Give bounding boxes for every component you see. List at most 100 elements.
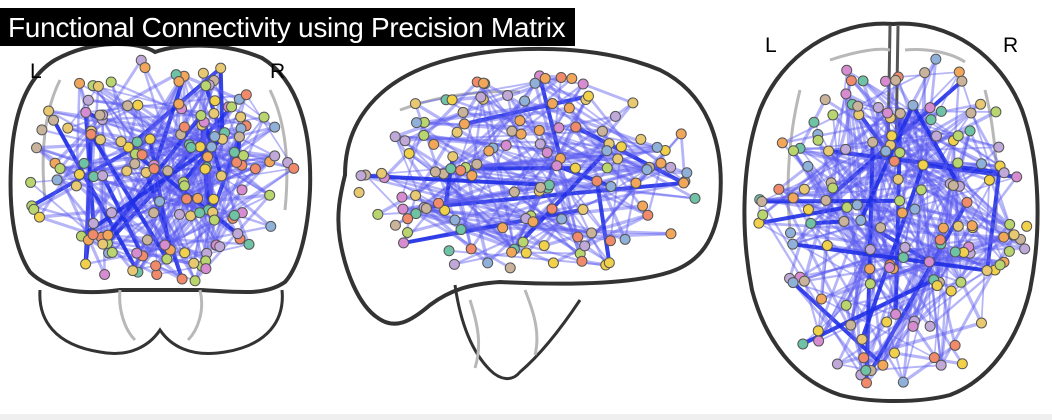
region-node <box>353 187 365 199</box>
connectivity-edge <box>821 238 941 300</box>
connectivity-edge <box>425 142 610 210</box>
region-node <box>827 109 839 121</box>
connectivity-edge <box>891 135 1005 263</box>
region-node <box>808 116 820 128</box>
region-node <box>882 107 894 119</box>
region-node <box>802 160 814 172</box>
region-node <box>429 166 441 178</box>
region-node <box>161 253 173 265</box>
connectivity-edge <box>792 110 942 199</box>
region-node <box>80 106 92 118</box>
connectivity-edge <box>383 80 479 179</box>
connectivity-edge <box>80 137 224 238</box>
connectivity-edge <box>525 217 563 255</box>
region-node <box>635 133 647 145</box>
region-node <box>189 275 201 287</box>
sagittal-brainstem-outline <box>453 284 582 380</box>
connectivity-edge <box>423 134 618 160</box>
connectivity-edge <box>465 166 612 188</box>
region-node <box>78 157 90 169</box>
region-node <box>998 167 1010 179</box>
region-node <box>447 151 459 163</box>
region-node <box>131 247 143 259</box>
region-node <box>945 285 957 297</box>
connectivity-edge <box>532 220 581 255</box>
connectivity-edge <box>810 222 916 322</box>
region-node <box>603 257 615 269</box>
connectivity-edge <box>218 68 225 140</box>
connectivity-edge <box>923 72 931 327</box>
region-node <box>238 150 250 162</box>
region-node <box>192 192 204 204</box>
region-node <box>787 277 799 289</box>
connectivity-edge <box>912 250 1010 327</box>
region-node <box>504 262 516 274</box>
connectivity-edge <box>778 187 973 228</box>
connectivity-edge <box>534 81 587 102</box>
region-node <box>886 130 898 142</box>
connectivity-edge <box>53 162 107 276</box>
connectivity-edge <box>184 155 275 187</box>
region-node <box>566 72 578 84</box>
connectivity-edge <box>832 102 982 190</box>
connectivity-edge <box>761 111 889 216</box>
region-node <box>520 247 532 259</box>
connectivity-edge <box>828 148 1005 175</box>
region-node <box>162 165 174 177</box>
connectivity-edge <box>479 96 516 250</box>
connectivity-edge <box>148 138 172 251</box>
region-node <box>25 176 37 188</box>
region-node <box>389 219 401 231</box>
connectivity-edge <box>762 148 847 216</box>
region-node <box>115 136 127 148</box>
region-node <box>148 207 160 219</box>
connectivity-edge <box>559 158 584 262</box>
region-node <box>471 158 483 170</box>
region-node <box>482 257 494 269</box>
connectivity-edge <box>961 80 1015 236</box>
region-node <box>70 180 82 192</box>
region-node <box>812 325 824 337</box>
connectivity-edge <box>532 220 592 235</box>
connectivity-edge <box>911 105 943 366</box>
region-node <box>243 238 255 250</box>
region-node <box>74 77 86 89</box>
region-node <box>465 243 477 255</box>
region-node <box>675 128 687 140</box>
connectivity-edge <box>555 165 612 242</box>
connectivity-edge <box>36 146 199 200</box>
region-node <box>776 137 788 149</box>
connectivity-edge <box>568 107 608 152</box>
connectivity-edge <box>92 84 208 169</box>
sagittal-view <box>336 46 723 380</box>
bottom-border <box>0 414 1052 420</box>
region-node <box>508 186 520 198</box>
region-node <box>894 107 906 119</box>
connectivity-edge <box>102 112 214 121</box>
region-node <box>154 195 166 207</box>
region-node <box>215 170 227 182</box>
connectivity-edge <box>149 138 195 264</box>
connectivity-edge <box>460 169 696 200</box>
connectivity-edge <box>821 298 935 359</box>
region-node <box>604 235 616 247</box>
region-node <box>208 193 220 205</box>
region-node <box>627 97 639 109</box>
region-node <box>798 275 810 287</box>
connectivity-edge <box>582 82 634 105</box>
connectivity-edge <box>879 226 939 287</box>
connectivity-edge <box>91 130 206 170</box>
region-node <box>87 217 99 229</box>
region-node <box>121 165 133 177</box>
connectivity-edge <box>816 135 894 332</box>
coronal-right-label: R <box>270 60 286 83</box>
connectivity-edge <box>817 71 960 342</box>
connectivity-edge <box>137 136 216 273</box>
region-node <box>231 156 243 168</box>
region-node <box>432 197 444 209</box>
region-node <box>907 99 919 111</box>
region-node <box>955 276 967 288</box>
connectivity-edge <box>792 149 872 285</box>
connectivity-edge <box>153 168 158 275</box>
region-node <box>547 257 559 269</box>
